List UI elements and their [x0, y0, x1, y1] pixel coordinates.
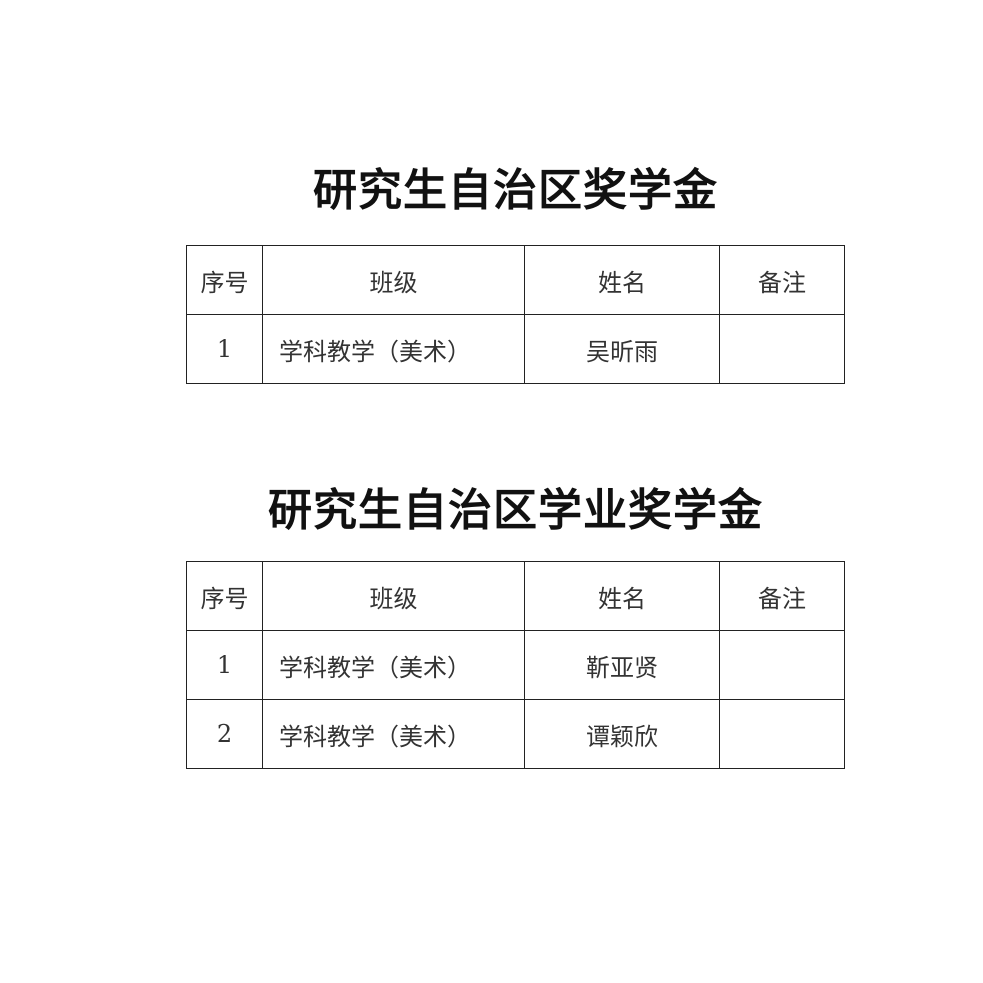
- cell-class: 学科教学（美术）: [262, 699, 525, 769]
- column-header-note: 备注: [719, 245, 845, 315]
- cell-index: 1: [186, 314, 263, 384]
- section-title-academic-scholarship: 研究生自治区学业奖学金: [268, 485, 763, 536]
- academic-scholarship-table: 序号 班级 姓名 备注 1 学科教学（美术） 靳亚贤 2 学科教学（美术） 谭颖…: [186, 561, 845, 769]
- cell-name: 吴昕雨: [524, 314, 720, 384]
- table-row: 1 学科教学（美术） 靳亚贤: [186, 630, 845, 700]
- section-title-autonomous-region-scholarship: 研究生自治区奖学金: [313, 165, 718, 216]
- cell-class: 学科教学（美术）: [262, 314, 525, 384]
- column-header-class: 班级: [262, 245, 525, 315]
- column-header-name: 姓名: [524, 561, 720, 631]
- cell-index: 2: [186, 699, 263, 769]
- column-header-name: 姓名: [524, 245, 720, 315]
- column-header-index: 序号: [186, 561, 263, 631]
- cell-name: 谭颖欣: [524, 699, 720, 769]
- cell-class: 学科教学（美术）: [262, 630, 525, 700]
- cell-note: [719, 314, 845, 384]
- cell-note: [719, 699, 845, 769]
- cell-index: 1: [186, 630, 263, 700]
- column-header-note: 备注: [719, 561, 845, 631]
- scholarship-table: 序号 班级 姓名 备注 1 学科教学（美术） 吴昕雨: [186, 245, 845, 384]
- column-header-index: 序号: [186, 245, 263, 315]
- table-header-row: 序号 班级 姓名 备注: [186, 245, 845, 315]
- cell-note: [719, 630, 845, 700]
- table-row: 2 学科教学（美术） 谭颖欣: [186, 699, 845, 769]
- table-row: 1 学科教学（美术） 吴昕雨: [186, 314, 845, 384]
- cell-name: 靳亚贤: [524, 630, 720, 700]
- column-header-class: 班级: [262, 561, 525, 631]
- table-header-row: 序号 班级 姓名 备注: [186, 561, 845, 631]
